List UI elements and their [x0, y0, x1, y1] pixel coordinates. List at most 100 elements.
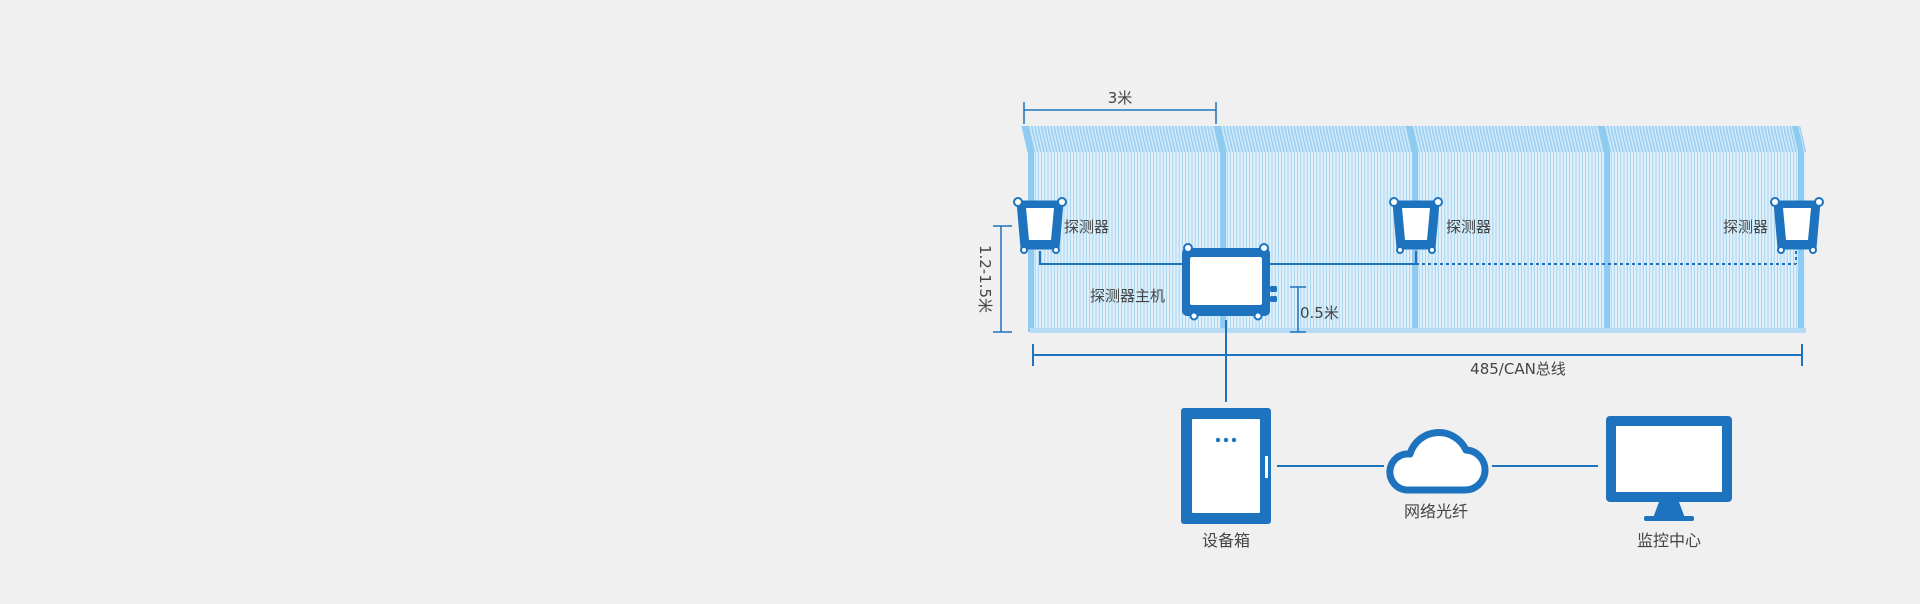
fence-top-wire: [1783, 125, 1791, 153]
fence-top-wire: [1171, 125, 1179, 153]
fence-top-wire: [1290, 125, 1298, 153]
fence-top-wire: [1491, 125, 1499, 153]
fence-top-wire: [1120, 125, 1128, 153]
fence-top-wire: [1642, 125, 1650, 153]
fence-top-wire: [1751, 125, 1759, 153]
detector-2-label: 探测器: [1446, 218, 1491, 236]
fence-top-wire: [1309, 125, 1317, 153]
fence-top-wire: [1351, 125, 1359, 153]
fence-top-wire: [1248, 125, 1256, 153]
fence-top-wire: [1594, 125, 1602, 153]
fence-top-wire: [1715, 125, 1723, 153]
fence-top-wire: [1242, 125, 1250, 153]
fence-top-wire: [1559, 125, 1567, 153]
fence-top-wire: [1658, 125, 1666, 153]
fence-top-wire: [1530, 125, 1538, 153]
fence-top-wire: [1703, 125, 1711, 153]
fence-top-wire: [1661, 125, 1669, 153]
fence-top-wire: [1680, 125, 1688, 153]
fence-top-wire: [1399, 125, 1407, 153]
fence-top-wire: [1443, 125, 1451, 153]
fence-top-wire: [1626, 125, 1634, 153]
fence-top-wire: [1440, 125, 1448, 153]
fence-top-wire: [1155, 125, 1163, 153]
fence-top-wire: [1312, 125, 1320, 153]
fence-top-wire: [1197, 125, 1205, 153]
fence-top-wire: [1159, 125, 1167, 153]
fence-top-wire: [1277, 125, 1285, 153]
fence-top-wire: [1069, 125, 1077, 153]
fence-top-wire: [1031, 125, 1039, 153]
fence-top-wire: [1245, 125, 1253, 153]
fence-top-wire: [1258, 125, 1266, 153]
fence-top-wire: [1127, 125, 1135, 153]
fence-top-wire: [1482, 125, 1490, 153]
fence-top-wire: [1575, 125, 1583, 153]
fence-top-wire: [1741, 125, 1749, 153]
fence-top-wire: [1043, 125, 1051, 153]
fence-top-wire: [1450, 125, 1458, 153]
fence-top-wire: [1255, 125, 1263, 153]
monitor-icon: [1606, 416, 1732, 521]
fence-top-wire: [1091, 125, 1099, 153]
fence-top-wire: [1434, 125, 1442, 153]
fence-top-wire: [1194, 125, 1202, 153]
fence-top-wire: [1475, 125, 1483, 153]
fence-top-wire: [1130, 125, 1138, 153]
fence-height-label: 1.2-1.5米: [976, 245, 994, 313]
fence-top-wire: [1507, 125, 1515, 153]
fence-top-wire: [1722, 125, 1730, 153]
fence-top-wire: [1728, 125, 1736, 153]
fence-top-wire: [1082, 125, 1090, 153]
fence-top-wire: [1699, 125, 1707, 153]
fence-top-wire: [1184, 125, 1192, 153]
fence-top-wire: [1466, 125, 1474, 153]
fence-top-wire: [1056, 125, 1064, 153]
fence-top-wire: [1111, 125, 1119, 153]
fence-top-wire: [1533, 125, 1541, 153]
fence-top-wire: [1629, 125, 1637, 153]
monitoring-center: 监控中心: [1606, 416, 1732, 550]
fence-top-wire: [1117, 125, 1125, 153]
fence-top-wire: [1773, 125, 1781, 153]
fence-top-wire: [1757, 125, 1765, 153]
fence-top-wire: [1232, 125, 1240, 153]
fence-top-wire: [1367, 125, 1375, 153]
fence-top-wire: [1101, 125, 1109, 153]
fence-top-wire: [1789, 125, 1797, 153]
fence-top-wire: [1747, 125, 1755, 153]
fence-top-wire: [1517, 125, 1525, 153]
fence-top-wire: [1427, 125, 1435, 153]
fence-top-wire: [1725, 125, 1733, 153]
fence-top-wire: [1671, 125, 1679, 153]
fence-top-wire: [1223, 125, 1231, 153]
fence-top-wire: [1421, 125, 1429, 153]
fence-top-wire: [1731, 125, 1739, 153]
fence-top-wire: [1645, 125, 1653, 153]
fence-top-wire: [1578, 125, 1586, 153]
fence-top-wire: [1322, 125, 1330, 153]
fence-top-wire: [1603, 125, 1611, 153]
fence-top-wire: [1472, 125, 1480, 153]
fence-top-wire: [1754, 125, 1762, 153]
fence-top-wire: [1143, 125, 1151, 153]
fence-top-wire: [1527, 125, 1535, 153]
fence-top-wire: [1674, 125, 1682, 153]
fence-top-wire: [1501, 125, 1509, 153]
fence-top-wire: [1088, 125, 1096, 153]
fence-top-wire: [1463, 125, 1471, 153]
fence-top-wire: [1146, 125, 1154, 153]
fence-top-wire: [1040, 125, 1048, 153]
fence-top-wire: [1347, 125, 1355, 153]
fence-top-wire: [1623, 125, 1631, 153]
fence-top-wire: [1200, 125, 1208, 153]
fence-top-wire: [1485, 125, 1493, 153]
fence-top-wire: [1504, 125, 1512, 153]
fence-top-wire: [1072, 125, 1080, 153]
fence-top-wire: [1162, 125, 1170, 153]
fence-top-wire: [1219, 125, 1227, 153]
fence-top-wire: [1306, 125, 1314, 153]
fence-top-wire: [1235, 125, 1243, 153]
detector-1-label: 探测器: [1064, 218, 1109, 236]
